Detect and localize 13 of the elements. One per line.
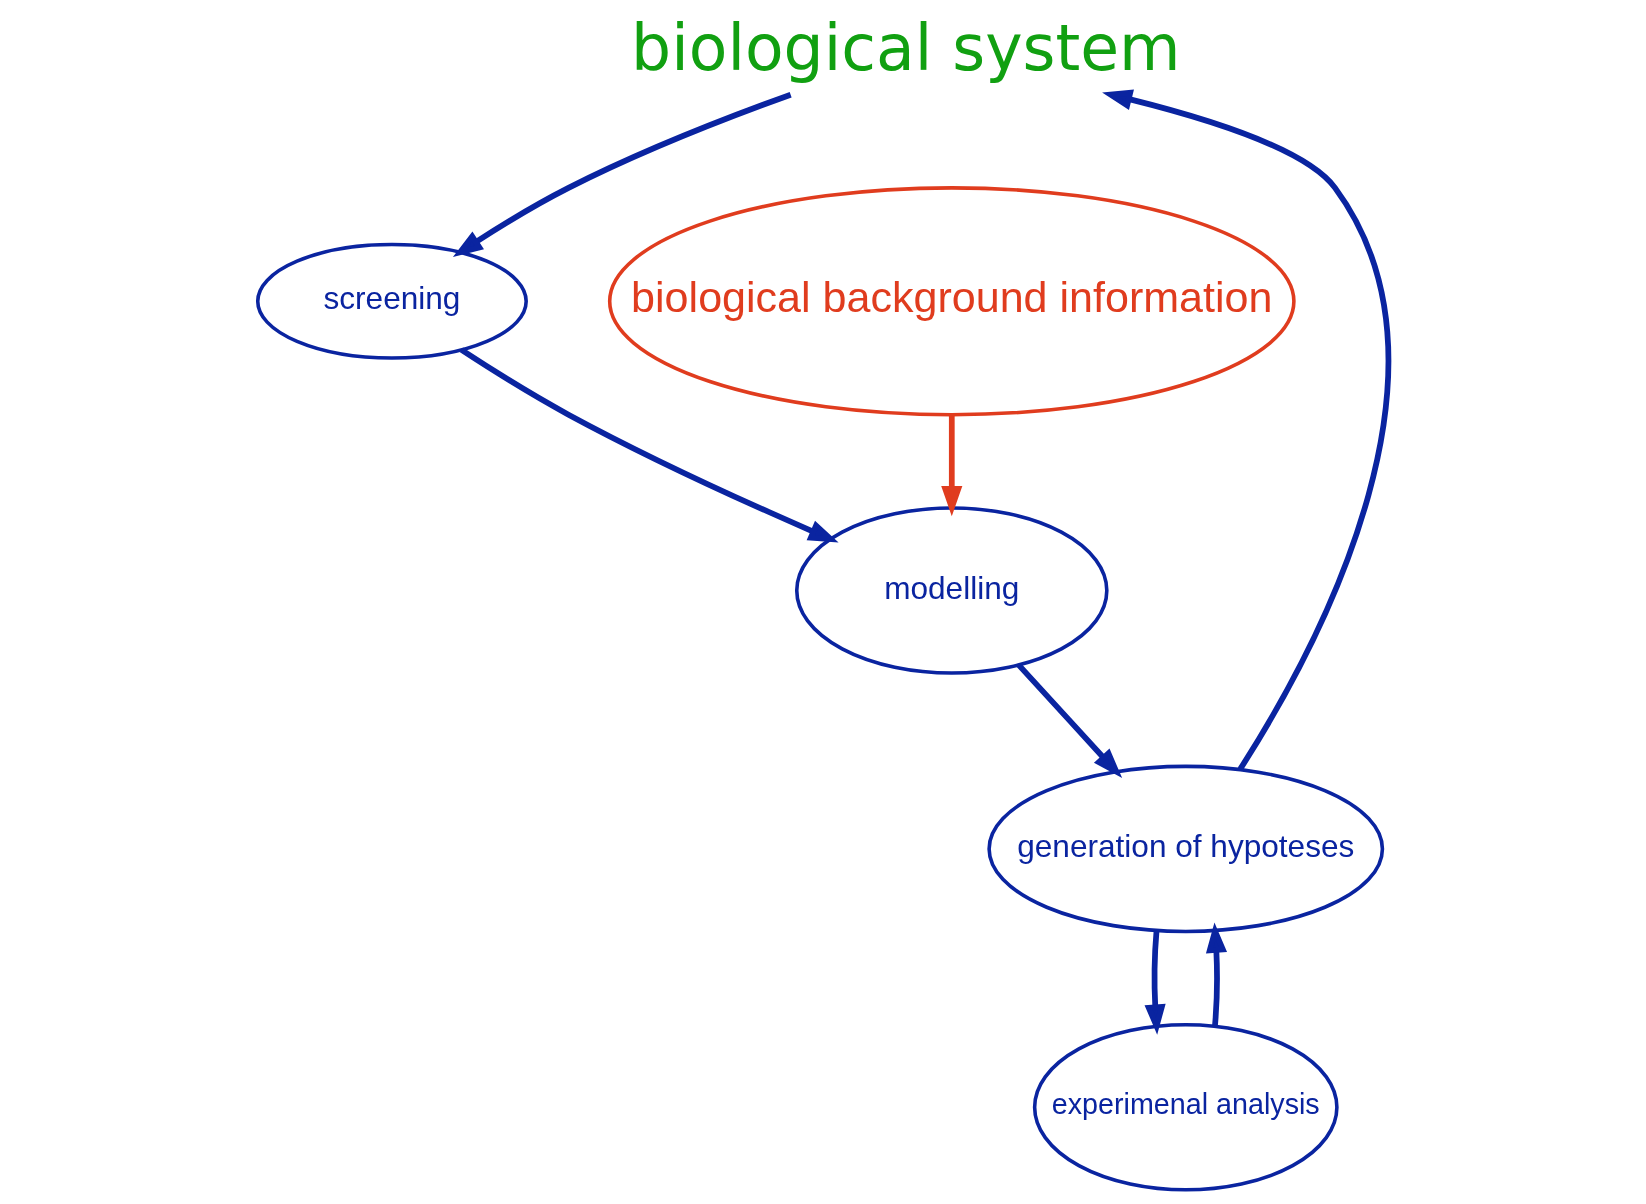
arrow: [1101, 89, 1390, 771]
arrow: [1144, 930, 1166, 1035]
arrow: [1205, 922, 1227, 1027]
node-ellipse: experimenal analysis: [1032, 1022, 1339, 1192]
arrow: [940, 415, 962, 517]
arrow: [1016, 663, 1122, 778]
node-ellipse: modelling: [794, 506, 1109, 675]
node-text: biological system: [630, 11, 1181, 86]
node-ellipse: generation of hypoteses: [986, 764, 1384, 934]
node-ellipse: biological background information: [607, 186, 1296, 417]
arrow: [452, 92, 792, 257]
node-ellipse: screening: [255, 242, 528, 360]
arrow: [459, 347, 839, 543]
